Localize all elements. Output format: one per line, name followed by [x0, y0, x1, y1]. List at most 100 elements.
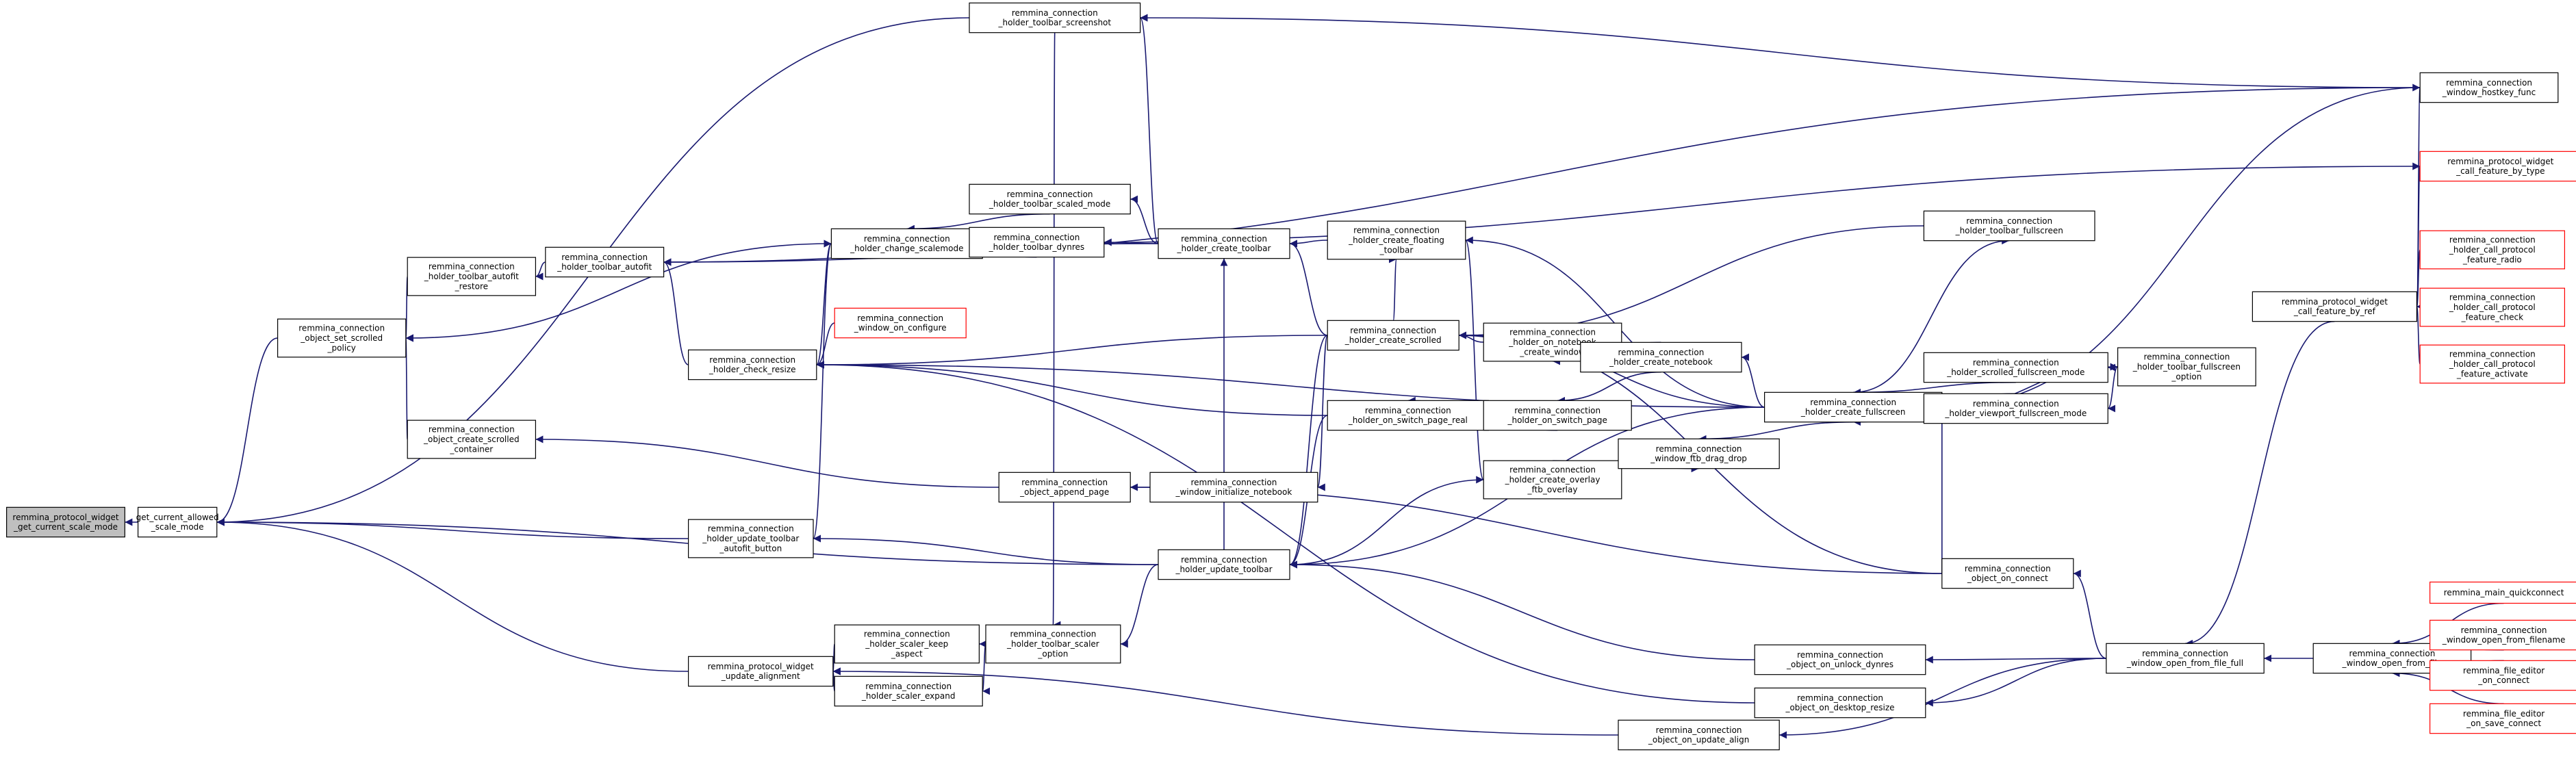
node-htsm[interactable]: remmina_connection_holder_toolbar_scaled…	[969, 183, 1131, 215]
node-win[interactable]: remmina_connection_window_initialize_not…	[1149, 472, 1318, 503]
node-gcasm[interactable]: get_current_allowed_scale_mode	[136, 506, 219, 538]
edge-pwcfbr-to-wofff	[2184, 320, 2335, 647]
edge-hcsc-to-hut	[1289, 335, 1328, 569]
node-pwcfbr[interactable]: remmina_protocol_widget_call_feature_by_…	[2252, 291, 2417, 322]
node-label: _holder_update_toolbar	[702, 534, 799, 543]
node-focus[interactable]: remmina_protocol_widget_get_current_scal…	[6, 506, 126, 538]
node-htf[interactable]: remmina_connection_holder_toolbar_fullsc…	[1923, 210, 2095, 242]
node-hosp[interactable]: remmina_connection_holder_on_switch_page	[1483, 400, 1632, 431]
node-tar[interactable]: remmina_connection_holder_toolbar_autofi…	[407, 257, 537, 296]
node-box	[2419, 344, 2565, 384]
node-label: _holder_on_switch_page_real	[1348, 415, 1468, 425]
node-wofn[interactable]: remmina_connection_window_open_from_file…	[2430, 619, 2576, 651]
node-hska[interactable]: remmina_connection_holder_scaler_keep_as…	[834, 624, 980, 664]
node-hcr[interactable]: remmina_connection_holder_check_resize	[687, 349, 817, 380]
edge-hcofo-to-hut	[1289, 479, 1484, 569]
node-box	[2419, 151, 2576, 182]
node-hcf[interactable]: remmina_connection_holder_create_fullscr…	[1764, 391, 1943, 423]
node-woc[interactable]: remmina_connection_window_on_configure	[834, 307, 967, 339]
edge-oap-to-ocsc	[535, 435, 999, 488]
node-label: _holder_viewport_fullscreen_mode	[1944, 409, 2087, 418]
node-hcpfa[interactable]: remmina_connection_holder_call_protocol_…	[2419, 344, 2565, 384]
node-label: _holder_call_protocol	[2449, 359, 2536, 369]
edge-hcr-to-hta	[663, 258, 689, 365]
node-label: remmina_connection	[865, 682, 952, 691]
node-hut[interactable]: remmina_connection_holder_update_toolbar	[1158, 549, 1290, 580]
edge-hct-to-htsm	[1130, 195, 1159, 244]
node-hcs[interactable]: remmina_connection_holder_change_scalemo…	[830, 228, 983, 259]
node-ssp[interactable]: remmina_connection_object_set_scrolled_p…	[277, 318, 407, 358]
node-label: _ftb_overlay	[1527, 485, 1578, 494]
node-label: _holder_toolbar_fullscreen	[2132, 362, 2241, 372]
node-hcn[interactable]: remmina_connection_holder_create_noteboo…	[1580, 341, 1742, 373]
node-feoc[interactable]: remmina_file_editor_on_connect	[2430, 660, 2576, 691]
node-oap[interactable]: remmina_connection_object_append_page	[998, 472, 1131, 503]
node-hospr[interactable]: remmina_connection_holder_on_switch_page…	[1327, 400, 1489, 431]
node-whf[interactable]: remmina_connection_window_hostkey_func	[2419, 72, 2559, 103]
node-label: _holder_call_protocol	[2449, 302, 2536, 312]
node-hta[interactable]: remmina_connection_holder_toolbar_autofi…	[545, 246, 665, 278]
node-box	[1618, 438, 1780, 469]
edge-htsm-to-hcs	[906, 213, 1050, 233]
node-label: _object_on_update_align	[1648, 735, 1749, 745]
node-label: _scale_mode	[151, 522, 204, 532]
node-box	[998, 472, 1131, 503]
node-pwcfbt[interactable]: remmina_protocol_widget_call_feature_by_…	[2419, 151, 2576, 182]
edge-oodr-to-hcr	[816, 361, 1755, 704]
node-label: remmina_file_editor	[2463, 666, 2545, 675]
node-box	[830, 228, 983, 259]
node-mq[interactable]: remmina_main_quickconnect	[2430, 581, 2576, 604]
node-label: _holder_toolbar_scaled_mode	[989, 199, 1110, 209]
node-oou[interactable]: remmina_connection_object_on_update_alig…	[1618, 719, 1780, 751]
node-box	[545, 246, 665, 278]
node-htfo[interactable]: remmina_connection_holder_toolbar_fullsc…	[2117, 347, 2256, 387]
node-ooud[interactable]: remmina_connection_object_on_unlock_dynr…	[1754, 644, 1926, 675]
node-label: remmina_connection	[1365, 406, 1451, 415]
node-hse[interactable]: remmina_connection_holder_scaler_expand	[834, 675, 983, 707]
node-box	[6, 506, 126, 538]
node-hcpfc[interactable]: remmina_connection_holder_call_protocol_…	[2419, 287, 2565, 327]
node-label: remmina_connection	[429, 262, 515, 272]
node-pwua[interactable]: remmina_protocol_widget_update_alignment	[687, 656, 834, 687]
node-label: _holder_on_switch_page	[1507, 415, 1607, 425]
node-label: _call_feature_by_ref	[2293, 307, 2376, 316]
edge-hut-to-gcasm	[216, 518, 1159, 565]
node-wofff[interactable]: remmina_connection_window_open_from_file…	[2106, 643, 2265, 674]
node-box	[1327, 400, 1489, 431]
edge-htf-to-hcsc	[1459, 225, 1924, 339]
node-label: remmina_connection	[1190, 478, 1277, 487]
node-label: remmina_connection	[2143, 352, 2230, 362]
node-hutab[interactable]: remmina_connection_holder_update_toolbar…	[687, 519, 814, 558]
node-box	[687, 519, 814, 558]
edge-hcr-to-hcs	[816, 240, 832, 365]
node-hct[interactable]: remmina_connection_holder_create_toolbar	[1158, 228, 1290, 259]
node-ooc[interactable]: remmina_connection_object_on_connect	[1941, 558, 2074, 589]
edge-hcsc-to-win	[1317, 335, 1328, 491]
node-label: _window_initialize_notebook	[1175, 487, 1292, 497]
node-hcofo[interactable]: remmina_connection_holder_create_overlay…	[1483, 460, 1622, 500]
node-label: remmina_connection	[1010, 630, 1096, 639]
node-label: _holder_create_toolbar	[1177, 244, 1271, 253]
node-label: remmina_connection	[864, 630, 950, 639]
node-label: remmina_connection	[709, 355, 795, 365]
node-htso[interactable]: remmina_connection_holder_toolbar_scaler…	[985, 624, 1121, 664]
node-label: remmina_connection	[1973, 358, 2059, 367]
node-box	[2252, 291, 2417, 322]
edge-hcf-to-hcn	[1741, 353, 1765, 408]
node-ocsc[interactable]: remmina_connection_object_create_scrolle…	[407, 420, 537, 459]
node-hcsc[interactable]: remmina_connection_holder_create_scrolle…	[1327, 320, 1459, 351]
edge-hutab-to-hcs	[813, 240, 832, 539]
node-box	[2430, 581, 2576, 604]
node-layer: remmina_protocol_widget_get_current_scal…	[6, 2, 2576, 751]
node-hcpfr[interactable]: remmina_connection_holder_call_protocol_…	[2419, 230, 2565, 270]
node-htd[interactable]: remmina_connection_holder_toolbar_dynres	[969, 227, 1105, 258]
node-hcft[interactable]: remmina_connection_holder_create_floatin…	[1327, 220, 1466, 260]
node-hsfm[interactable]: remmina_connection_holder_scrolled_fulls…	[1923, 352, 2108, 383]
node-feosc[interactable]: remmina_file_editor_on_save_connect	[2430, 703, 2576, 734]
node-box	[969, 183, 1131, 215]
node-htss[interactable]: remmina_connection_holder_toolbar_screen…	[969, 2, 1141, 34]
node-hvfm[interactable]: remmina_connection_holder_viewport_fulls…	[1923, 393, 2108, 424]
node-wfdd[interactable]: remmina_connection_window_ftb_drag_drop	[1618, 438, 1780, 469]
node-oodr[interactable]: remmina_connection_object_on_desktop_res…	[1754, 687, 1926, 719]
